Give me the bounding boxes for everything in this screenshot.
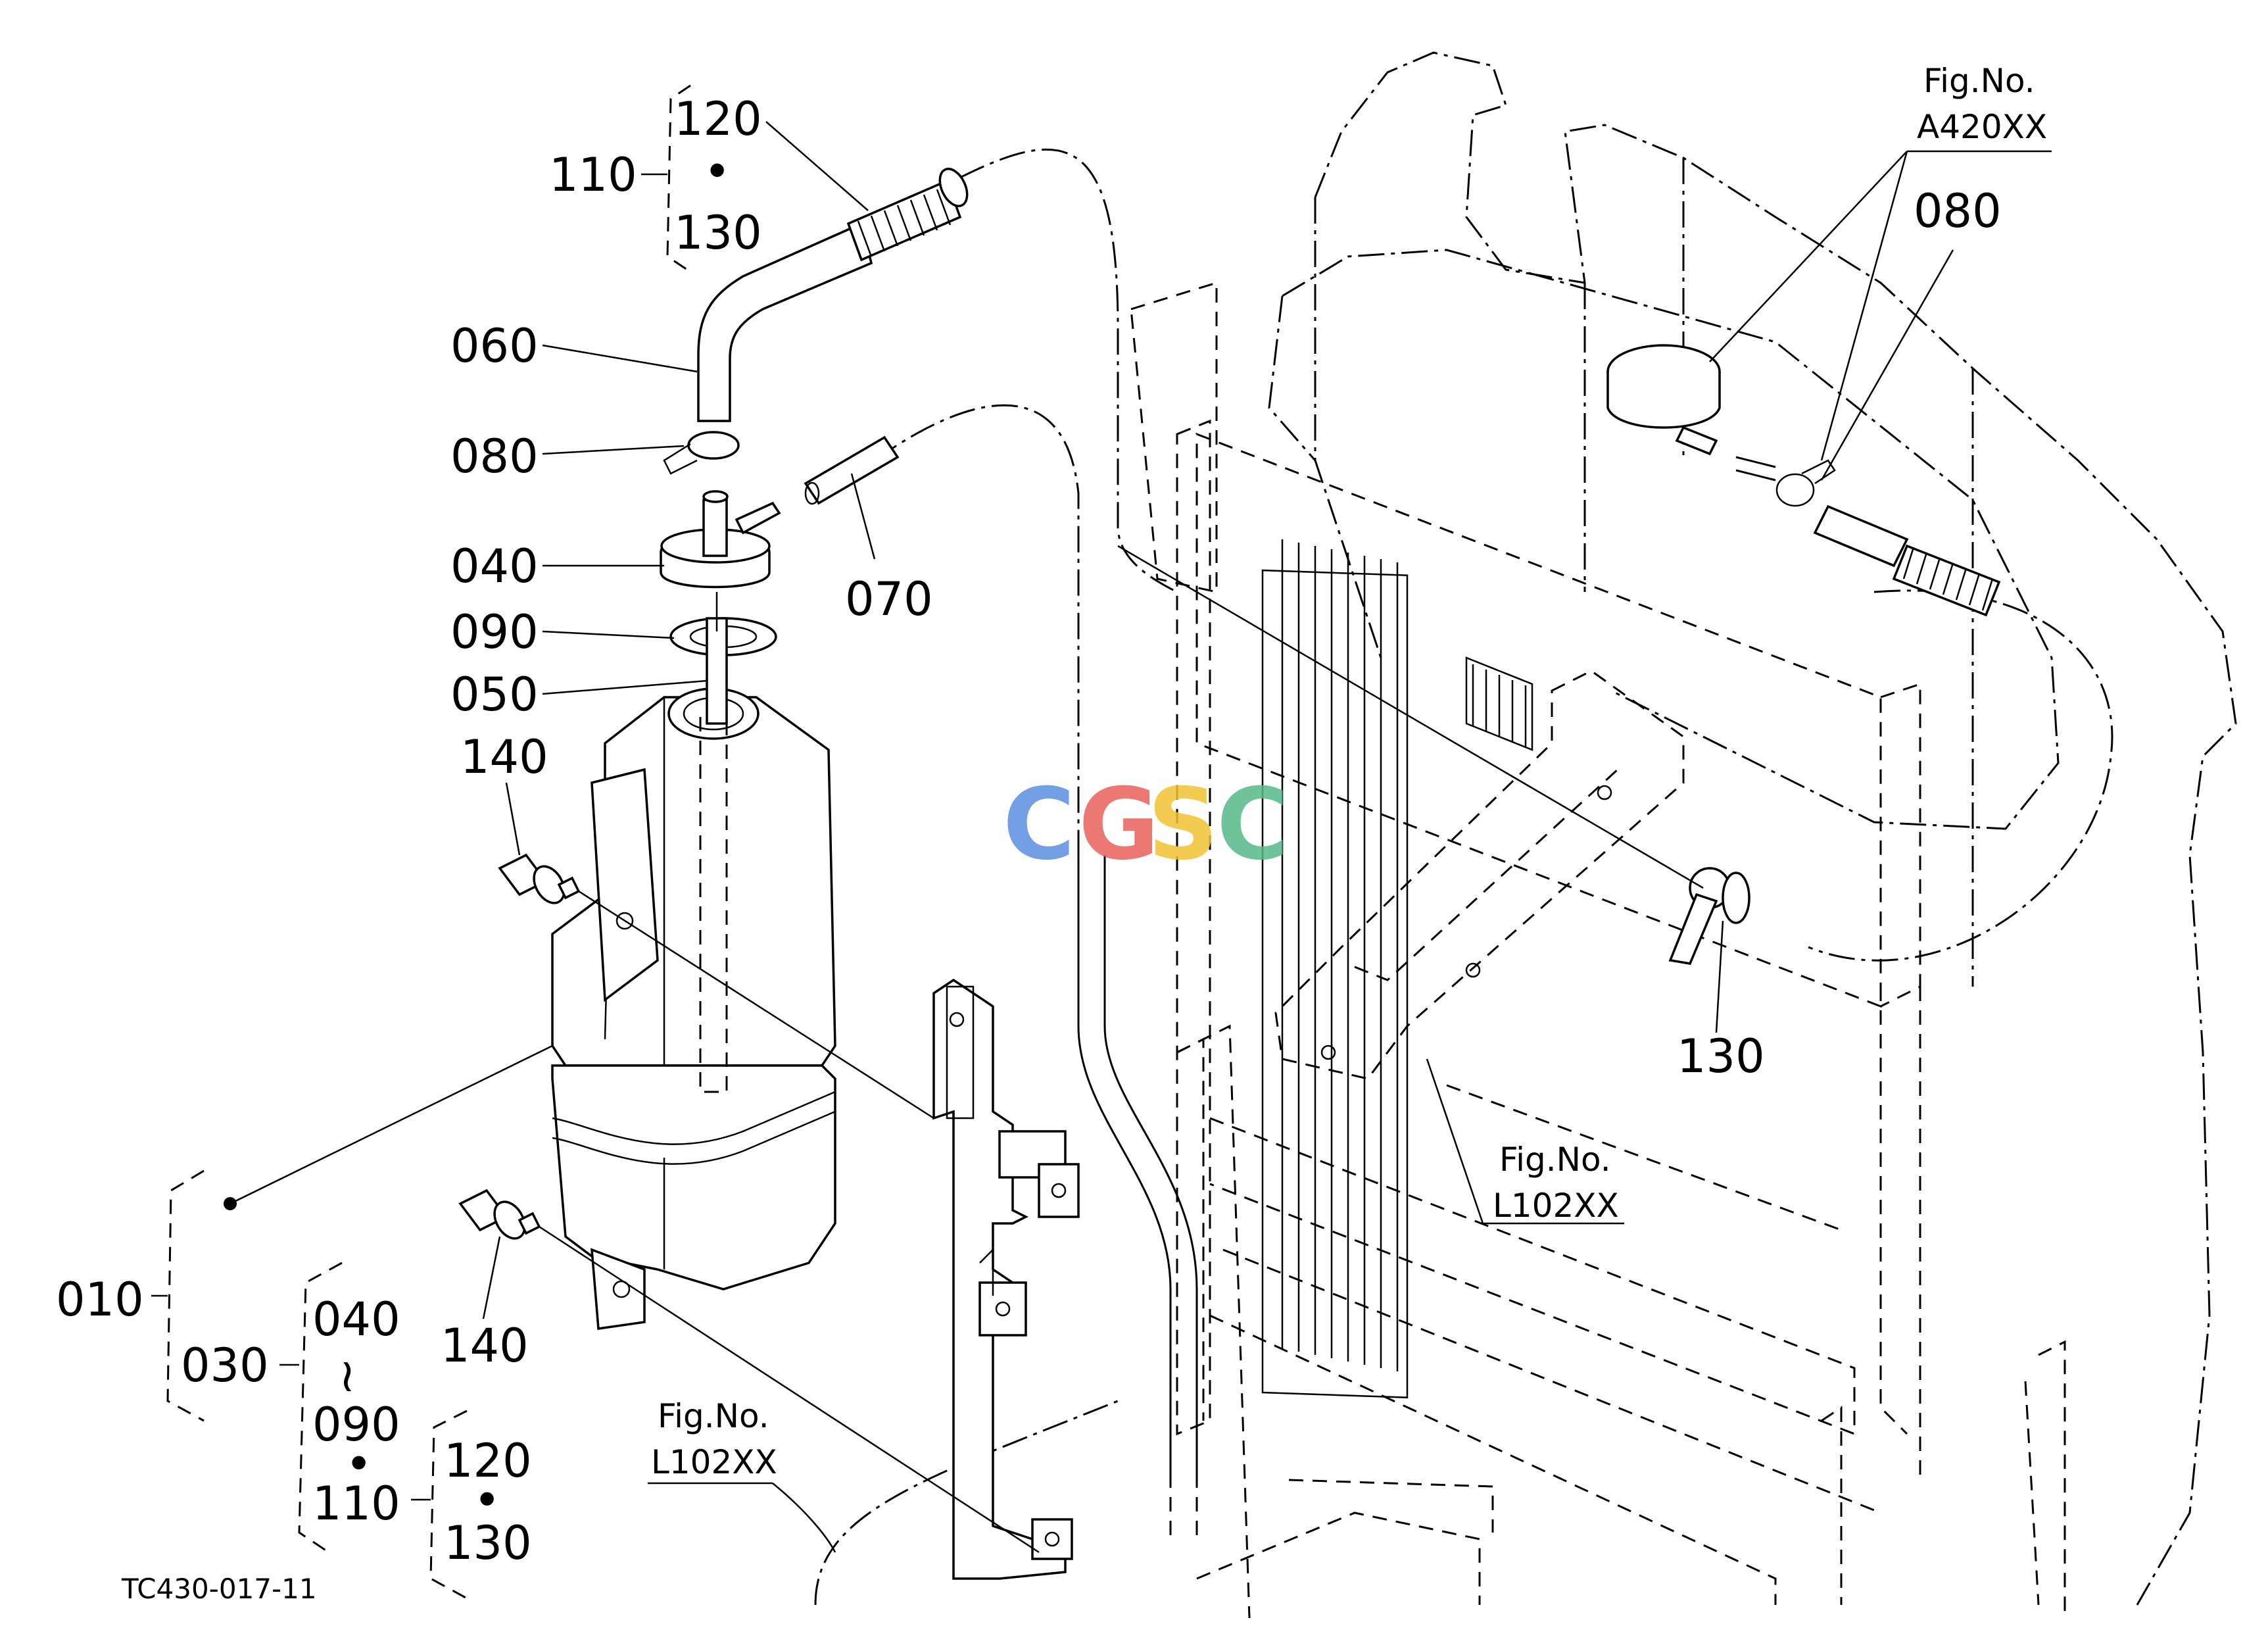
callout-130-b: 130: [444, 1516, 532, 1570]
figure-references: Fig.No. A420XX Fig.No. L102XX Fig.No. L1…: [651, 62, 2047, 1481]
watermark-letter-s: S: [1147, 768, 1218, 882]
cgsc-watermark: C G S C: [1003, 768, 1289, 882]
fig-label-bracket: Fig.No.: [1499, 1141, 1611, 1179]
callout-040: 040: [450, 539, 539, 593]
callout-110: 110: [549, 148, 637, 202]
callout-140-bottom: 140: [441, 1319, 529, 1373]
callout-130-right: 130: [1677, 1029, 1765, 1083]
bolt-140-bottom: [458, 1189, 541, 1240]
separator-range: ≀: [339, 1348, 356, 1402]
clip-080-right: [1775, 459, 1836, 507]
callout-050: 050: [450, 668, 539, 722]
callout-040-b: 040: [312, 1292, 400, 1346]
hose-spring-right: [1892, 544, 2001, 617]
group-braces: [151, 84, 691, 1600]
fig-ref-l102xx-base: L102XX: [651, 1443, 777, 1481]
callout-130-top: 130: [674, 206, 762, 260]
tube-070: [804, 435, 900, 505]
bolt-140-top: [498, 853, 581, 904]
callout-010: 010: [56, 1273, 144, 1327]
diagram-code: TC430-017-11: [121, 1573, 317, 1605]
separator-dot-2: •: [345, 1437, 372, 1491]
callout-120: 120: [674, 92, 762, 146]
watermark-letter-c1: C: [1003, 768, 1075, 882]
pipe-050: [706, 617, 728, 725]
overflow-hose-path: [874, 148, 1198, 1539]
radiator-assembly: [814, 51, 2237, 1619]
callout-080-right: 080: [1914, 184, 2002, 238]
watermark-letter-c2: C: [1217, 768, 1289, 882]
callout-070: 070: [845, 572, 933, 626]
separator-dot-3: •: [473, 1473, 500, 1527]
callout-090: 090: [450, 605, 539, 659]
fig-ref-a420xx: A420XX: [1917, 108, 2047, 146]
callout-140-top: 140: [460, 730, 548, 784]
callout-060: 060: [450, 319, 539, 373]
reserve-tank-010: [551, 687, 836, 1330]
fig-ref-l102xx-bracket: L102XX: [1493, 1187, 1619, 1225]
radiator-stay-bracket: [1274, 670, 1685, 1080]
callout-labels: 110 120 • 130 060 080 040 090 050 070 14…: [56, 92, 2002, 1570]
tank-cap-040: [660, 490, 781, 631]
callout-120-b: 120: [444, 1434, 532, 1488]
separator-dot-1: •: [704, 145, 731, 199]
callout-110-b: 110: [312, 1477, 400, 1531]
leader-lines: [224, 121, 2052, 1554]
tank-bracket: [932, 978, 1080, 1580]
drain-cock-130: [1668, 867, 1750, 965]
radiator-cap: [1606, 344, 1721, 456]
spring-120: [846, 168, 969, 262]
radiator-core: [1261, 539, 1533, 1399]
fig-label-cap: Fig.No.: [1923, 62, 2035, 100]
watermark-letter-g: G: [1078, 768, 1159, 882]
callout-090-b: 090: [312, 1398, 400, 1452]
clip-080-left: [663, 431, 740, 475]
fig-label-base: Fig.No.: [658, 1397, 769, 1435]
callout-080: 080: [450, 430, 539, 483]
callout-030: 030: [181, 1339, 269, 1392]
